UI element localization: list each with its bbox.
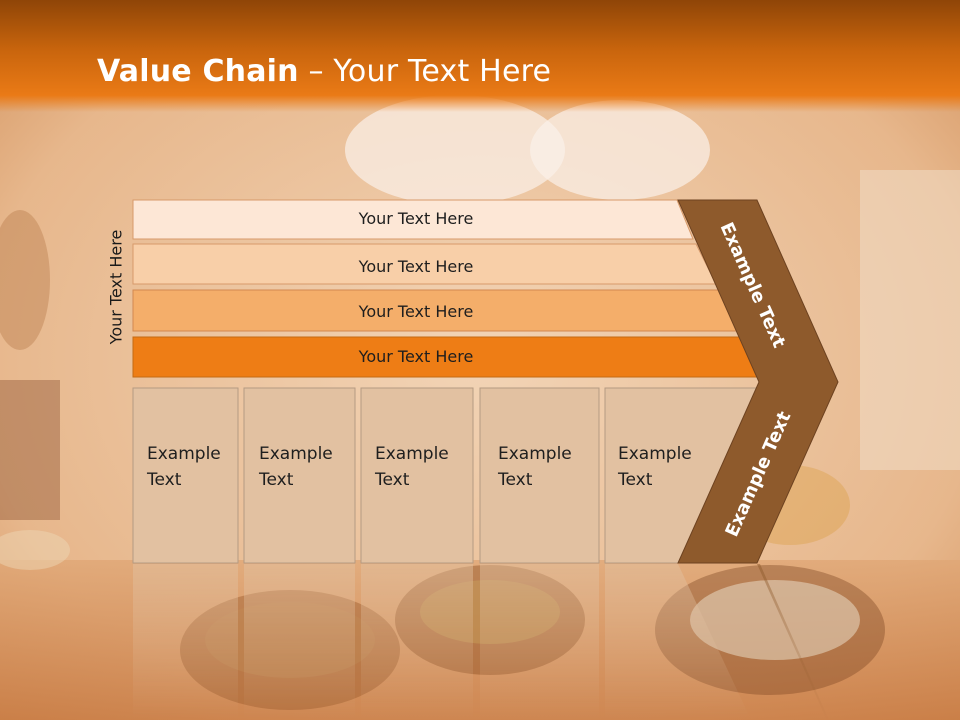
box-3 [360, 387, 474, 564]
title-bold: Value Chain [97, 54, 299, 89]
box-3-line2: Text [374, 470, 410, 490]
slide-title: Value Chain – Your Text Here [97, 54, 551, 89]
reflection [133, 564, 829, 720]
chevron-shape [677, 199, 839, 564]
bar-1 [132, 199, 694, 240]
bar-2-label: Your Text Here [358, 257, 474, 276]
box-5-line2: Text [617, 470, 653, 490]
title-bar [0, 0, 960, 112]
bar-row: Your Text Here Your Text Here Your Text … [132, 199, 764, 378]
bar-3-label: Your Text Here [358, 302, 474, 321]
box-3-line1: Example [375, 444, 449, 464]
chevron-arrow: Example Text Example Text [677, 199, 839, 564]
box-4-line1: Example [498, 444, 572, 464]
box-2 [243, 387, 356, 564]
box-4 [479, 387, 600, 564]
box-1-line1: Example [147, 444, 221, 464]
box-2-line2: Text [258, 470, 294, 490]
box-row: Example Text Example Text Example Text E… [132, 387, 761, 564]
box-5-line1: Example [618, 444, 692, 464]
title-rest: – Your Text Here [298, 54, 552, 89]
box-2-line1: Example [259, 444, 333, 464]
bar-1-label: Your Text Here [358, 209, 474, 228]
box-4-line2: Text [497, 470, 533, 490]
box-1 [132, 387, 239, 564]
bar-4-label: Your Text Here [358, 347, 474, 366]
box-1-line2: Text [146, 470, 182, 490]
